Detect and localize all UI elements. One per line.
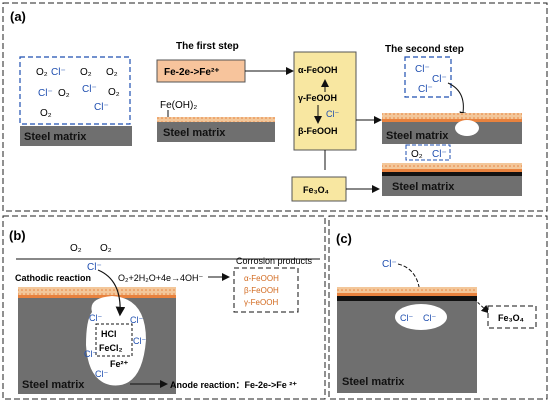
b-pit-cl: Cl⁻ (95, 369, 108, 379)
second-cl-box (404, 56, 452, 98)
b-orange-layer (18, 295, 176, 298)
orange-layer-4 (382, 169, 522, 172)
b-arrow-cl-into-pit (97, 269, 126, 317)
arrow-cl-into-pit (447, 82, 468, 120)
b-inner-box (95, 323, 133, 357)
steel-label-2: Steel matrix (163, 127, 226, 139)
steel-label-3: Steel matrix (386, 130, 449, 142)
feoh2-label: Fe(OH)₂ (160, 100, 197, 111)
ion-cl: Cl⁻ (38, 88, 53, 99)
b-o2-right: O₂ (100, 243, 112, 254)
c-steel-label: Steel matrix (342, 376, 405, 388)
alpha-feooh: α-FeOOH (298, 65, 338, 75)
ion-o2: O₂ (58, 88, 70, 99)
b-hcl: HCl (101, 329, 117, 339)
ion-o2: O₂ (106, 67, 118, 78)
beta-feooh: β-FeOOH (298, 126, 338, 136)
b-fe2: Fe²⁺ (110, 359, 129, 369)
steel-label-1: Steel matrix (24, 131, 87, 143)
feoh2-layer (157, 117, 275, 122)
c-pit (395, 304, 447, 330)
b-anode-reaction: Anode reaction：Fe-2e->Fe ²⁺ (170, 380, 297, 390)
b-rust-layer (18, 287, 176, 295)
c-orange-layer (337, 293, 477, 296)
b-pit-cl: Cl⁻ (84, 349, 97, 359)
b-product: α-FeOOH (244, 274, 279, 283)
pit-cavity-3 (455, 120, 479, 136)
panel-c-frame (328, 215, 548, 400)
b-corrosion-products-title: Corrosion products (236, 256, 313, 266)
panel-b-label: (b) (9, 228, 26, 243)
top-ion-box (405, 144, 451, 161)
second-step-title: The second step (385, 44, 464, 55)
fe2-reaction-text: Fe-2e->Fe²⁺ (164, 67, 220, 78)
steel-block-3 (382, 122, 522, 144)
ion-cl: Cl⁻ (82, 84, 97, 95)
ion-box (19, 56, 131, 125)
gamma-feooh: γ-FeOOH (298, 93, 337, 103)
ion-o2: O₂ (36, 67, 48, 78)
second-cl: Cl⁻ (432, 74, 447, 85)
c-fe3o4: Fe₃O₄ (498, 313, 524, 323)
top-cl: Cl⁻ (432, 149, 447, 160)
second-cl: Cl⁻ (415, 64, 430, 75)
c-fe3o4-box (487, 305, 537, 329)
first-step-title: The first step (176, 41, 239, 52)
b-product: γ-FeOOH (244, 298, 278, 307)
steel-label-4: Steel matrix (392, 181, 455, 193)
steel-block-2 (157, 122, 275, 142)
b-fecl2: FeCl₂ (99, 343, 123, 353)
c-black-layer (337, 296, 477, 301)
ion-cl: Cl⁻ (94, 102, 109, 113)
b-cathodic: Cathodic reaction (15, 273, 91, 283)
rust-layer-4 (382, 163, 522, 169)
b-steel-label: Steel matrix (22, 379, 85, 391)
b-cl-top: Cl⁻ (87, 262, 102, 273)
second-cl: Cl⁻ (418, 84, 433, 95)
b-o2-left: O₂ (70, 243, 82, 254)
steel-block-1 (20, 126, 132, 146)
c-rust-layer (337, 287, 477, 293)
panel-c-label: (c) (336, 231, 352, 246)
top-o2: O₂ (411, 149, 423, 160)
b-pit (86, 296, 146, 386)
ion-cl: Cl⁻ (51, 67, 66, 78)
ion-o2: O₂ (40, 108, 52, 119)
b-pit-cl: Cl⁻ (133, 336, 146, 346)
b-cathodic-eq: O₂+2H₂O+4e→4OH⁻ (118, 273, 204, 283)
panel-b-frame (2, 215, 326, 400)
b-product: β-FeOOH (244, 286, 279, 295)
rust-layer-3 (382, 113, 522, 119)
b-pit-cl: Cl⁻ (130, 315, 143, 325)
panel-a-frame (2, 2, 548, 212)
feooh-box (293, 51, 357, 151)
c-pit-cl: Cl⁻ (423, 313, 436, 323)
orange-layer-3 (382, 119, 522, 122)
c-pit-cl: Cl⁻ (400, 313, 413, 323)
b-products-box (233, 267, 299, 313)
ion-o2: O₂ (80, 67, 92, 78)
ion-o2: O₂ (108, 87, 120, 98)
c-cl-top: Cl⁻ (382, 259, 397, 270)
c-arrow-to-fe3o4 (473, 298, 490, 314)
panel-a-label: (a) (10, 9, 26, 24)
fe3o4-text: Fe₃O₄ (303, 185, 329, 195)
b-pit-cl: Cl⁻ (89, 313, 102, 323)
cl-in-box: Cl⁻ (326, 109, 339, 119)
steel-block-4 (382, 176, 522, 196)
black-layer-4 (382, 172, 522, 176)
